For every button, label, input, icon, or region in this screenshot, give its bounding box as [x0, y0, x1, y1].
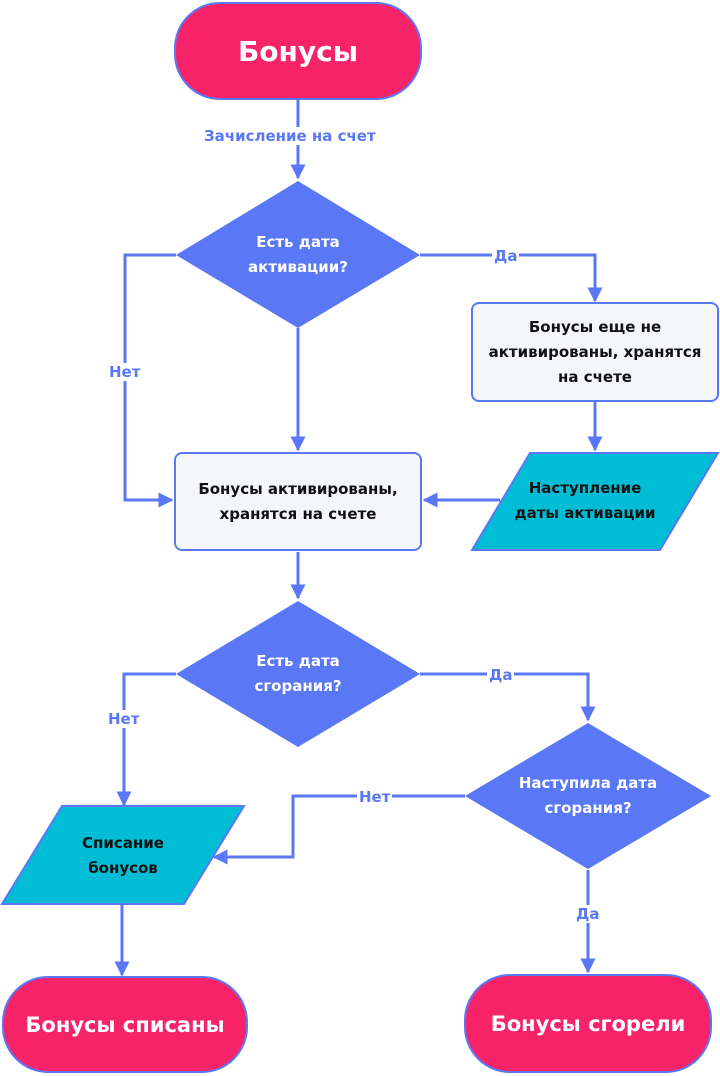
decision-has-activation-date — [176, 181, 420, 328]
terminal-start: Бонусы — [174, 2, 422, 100]
edge-label-no-3: Нет — [357, 788, 393, 806]
process-activated-label: Бонусы активированы, хранятся на счете — [198, 479, 398, 523]
decision-expiry-arrived — [465, 723, 711, 869]
process-activated: Бонусы активированы, хранятся на счете — [174, 452, 422, 551]
edge-decision1-yes — [420, 253, 603, 303]
decision-has-activation-date-label: Есть дата активации? — [248, 233, 348, 276]
terminal-bonuses-written-off: Бонусы списаны — [2, 976, 248, 1073]
io-write-off-bonuses-label: Списание бонусов — [82, 834, 164, 877]
edge-decision2-yes — [420, 672, 596, 722]
edge-label-no-1: Нет — [107, 363, 143, 381]
terminal-written-off-label: Бонусы списаны — [25, 1012, 225, 1037]
edge-label-yes-1: Да — [492, 247, 520, 265]
edge-decision3-no — [212, 794, 465, 865]
decision-has-expiry-date-label: Есть дата сгорания? — [254, 652, 342, 695]
terminal-start-label: Бонусы — [237, 34, 359, 68]
edge-decision2-no — [116, 672, 176, 807]
edge-label-credit: Зачисление на счет — [202, 127, 378, 145]
edge-label-no-2: Нет — [106, 710, 142, 728]
decision-expiry-arrived-label: Наступила дата сгорания? — [518, 774, 658, 817]
terminal-burned-label: Бонусы сгорели — [490, 1011, 686, 1036]
edge-label-yes-3: Да — [574, 905, 602, 923]
process-not-activated: Бонусы еще не активированы, хранятся на … — [471, 302, 719, 402]
io-write-off-bonuses — [0, 805, 246, 905]
edge-label-yes-2: Да — [487, 666, 515, 684]
terminal-bonuses-burned: Бонусы сгорели — [464, 974, 712, 1073]
io-activation-date-arrives — [470, 452, 720, 551]
io-activation-date-arrives-label: Наступление даты активации — [514, 479, 656, 522]
decision-has-expiry-date — [176, 601, 420, 747]
process-not-activated-label: Бонусы еще не активированы, хранятся на … — [488, 317, 702, 386]
